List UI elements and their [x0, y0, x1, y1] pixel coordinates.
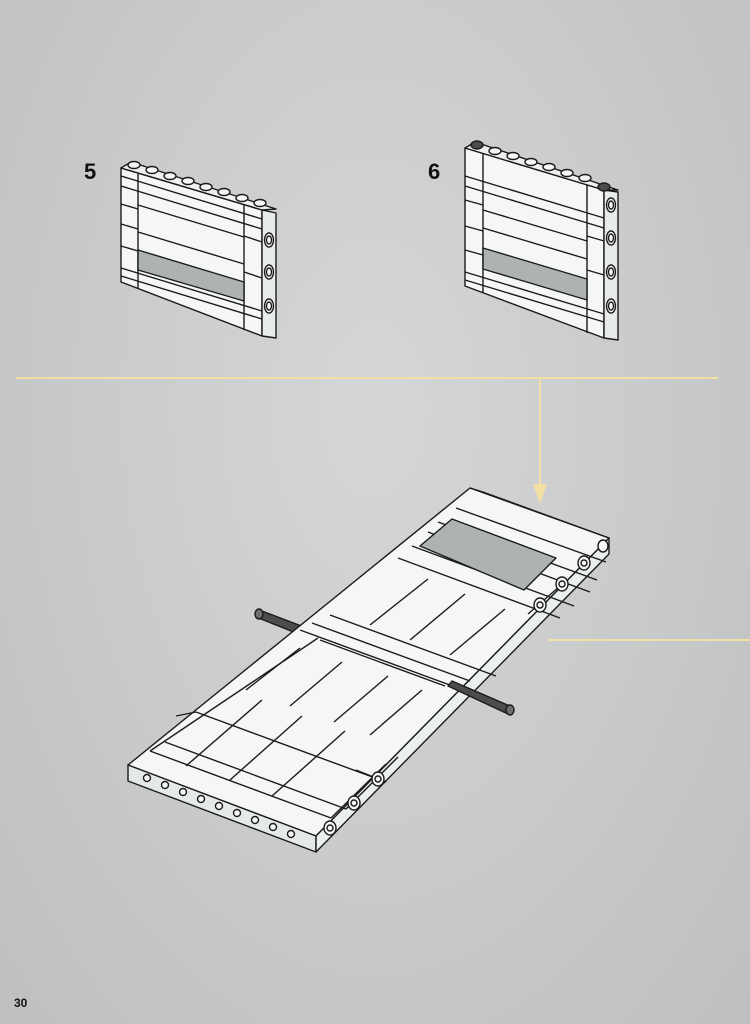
axle-right [447, 680, 515, 716]
wall-panel-step-6 [464, 140, 619, 341]
page-number: 30 [14, 996, 28, 1010]
step-number-6: 6 [428, 159, 441, 184]
step-number-5: 5 [84, 159, 97, 184]
wall-panel-step-5 [120, 160, 277, 339]
guide-lines [16, 377, 750, 641]
assembled-floor-panel [127, 487, 610, 853]
arrow-head [533, 484, 547, 504]
